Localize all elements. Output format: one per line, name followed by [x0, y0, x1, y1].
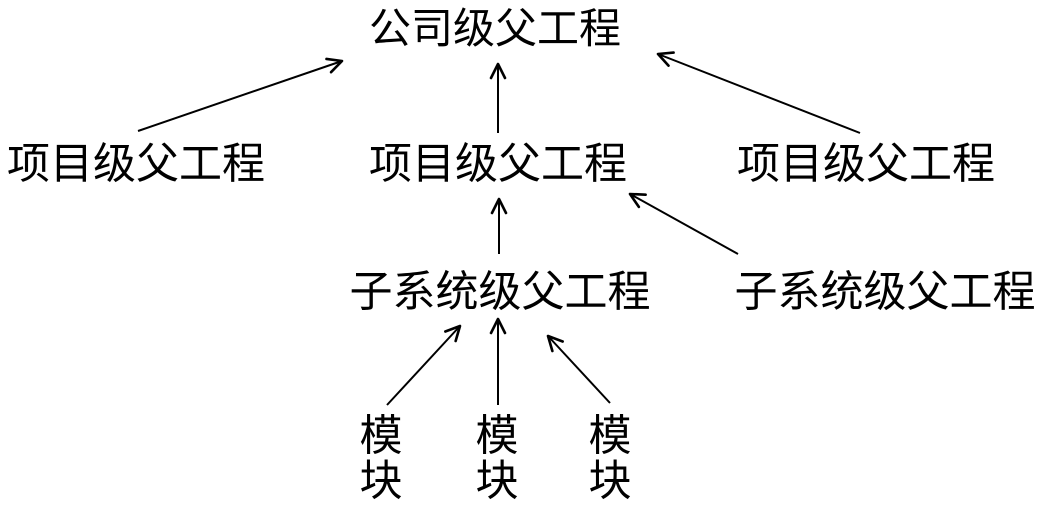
- node-project-center: 项目级父工程: [369, 139, 627, 190]
- node-project-right: 项目级父工程: [737, 139, 995, 190]
- node-company: 公司级父工程: [368, 3, 622, 53]
- arrow-project-left-to-company: [137, 57, 344, 132]
- arrow-module-3-to-subsystem-left: [546, 334, 611, 404]
- node-module-3: 模 块: [588, 411, 632, 506]
- node-subsystem-right: 子系统级父工程: [734, 267, 1036, 318]
- arrow-module-1-to-subsystem-left: [386, 324, 462, 406]
- node-module-1: 模 块: [359, 411, 403, 506]
- node-subsystem-left: 子系统级父工程: [349, 267, 651, 318]
- arrow-subsystem-right-to-project-center: [628, 192, 739, 255]
- node-module-2: 模 块: [475, 411, 519, 506]
- arrows-group: [137, 51, 861, 406]
- node-project-left: 项目级父工程: [7, 139, 265, 190]
- arrow-project-right-to-company: [656, 51, 861, 134]
